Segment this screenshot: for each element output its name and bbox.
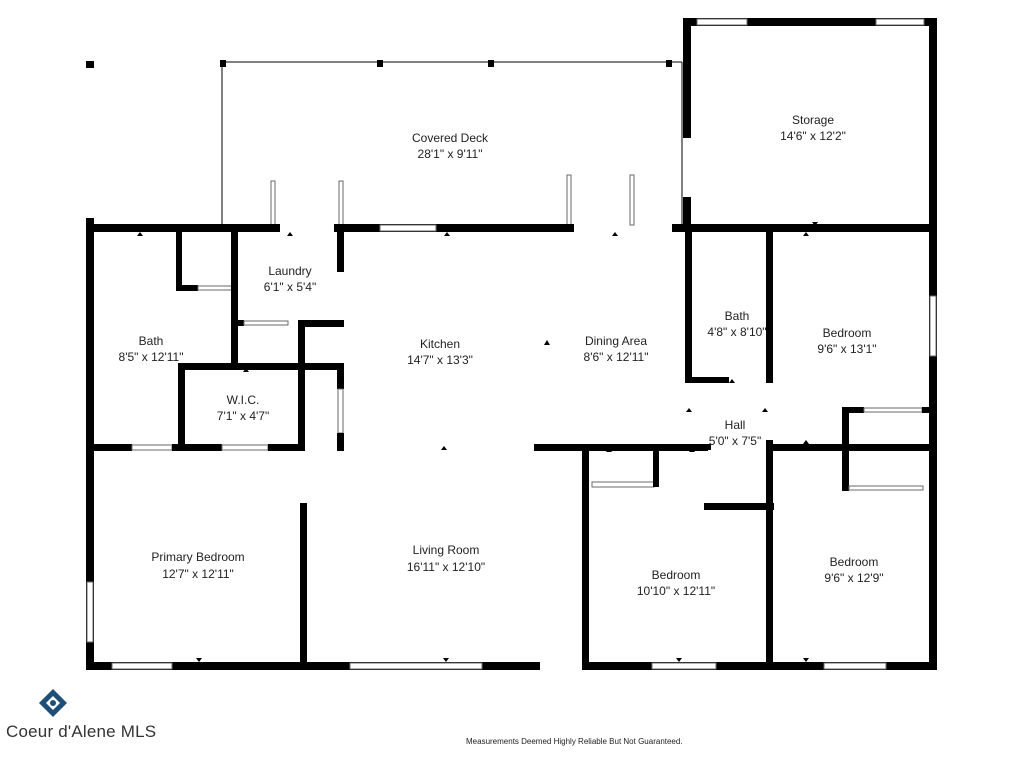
bath-primary-name: Bath	[139, 334, 164, 348]
kitchen-dims: 14'7" x 13'3"	[407, 353, 473, 367]
laundry-dims: 6'1" x 5'4"	[264, 280, 316, 294]
laundry-name: Laundry	[268, 264, 311, 278]
kitchen-name: Kitchen	[420, 337, 460, 351]
bath-hall-name: Bath	[725, 309, 750, 323]
storage-dims: 14'6" x 12'2"	[780, 129, 846, 143]
diamond-logo-icon	[39, 689, 67, 717]
brand-name: Coeur d'Alene MLS	[6, 722, 157, 741]
storage-walls	[683, 18, 937, 232]
interior-walls	[94, 232, 930, 666]
bedroom-s-name: Bedroom	[652, 568, 701, 582]
room-labels: Covered Deck 28'1" x 9'11" Storage 14'6"…	[119, 113, 884, 598]
hall-dims: 5'0" x 7'5"	[709, 434, 761, 448]
primary-bedroom-name: Primary Bedroom	[151, 550, 244, 564]
living-room-name: Living Room	[413, 543, 480, 557]
storage-name: Storage	[792, 113, 834, 127]
dining-area-name: Dining Area	[585, 334, 647, 348]
bath-hall-dims: 4'8" x 8'10"	[707, 325, 766, 339]
bath-primary-dims: 8'5" x 12'11"	[119, 350, 184, 364]
wic-name: W.I.C.	[227, 393, 260, 407]
exterior-walls	[86, 218, 937, 670]
primary-bedroom-dims: 12'7" x 12'11"	[162, 567, 234, 581]
door-markers	[137, 222, 818, 662]
wic-dims: 7'1" x 4'7"	[217, 409, 269, 423]
covered-deck-dims: 28'1" x 9'11"	[418, 147, 483, 161]
bedroom-se-dims: 9'6" x 12'9"	[824, 571, 883, 585]
covered-deck-name: Covered Deck	[412, 131, 489, 145]
deck-corner-post	[86, 61, 94, 68]
bedroom-s-dims: 10'10" x 12'11"	[637, 584, 715, 598]
bedroom-ne-dims: 9'6" x 13'1"	[817, 342, 876, 356]
living-room-dims: 16'11" x 12'10"	[407, 560, 485, 574]
dining-area-dims: 8'6" x 12'11"	[584, 350, 649, 364]
covered-deck-outline	[86, 60, 683, 226]
bedroom-se-name: Bedroom	[830, 555, 879, 569]
bedroom-ne-name: Bedroom	[823, 326, 872, 340]
hall-name: Hall	[725, 418, 746, 432]
disclaimer-text: Measurements Deemed Highly Reliable But …	[466, 737, 683, 746]
